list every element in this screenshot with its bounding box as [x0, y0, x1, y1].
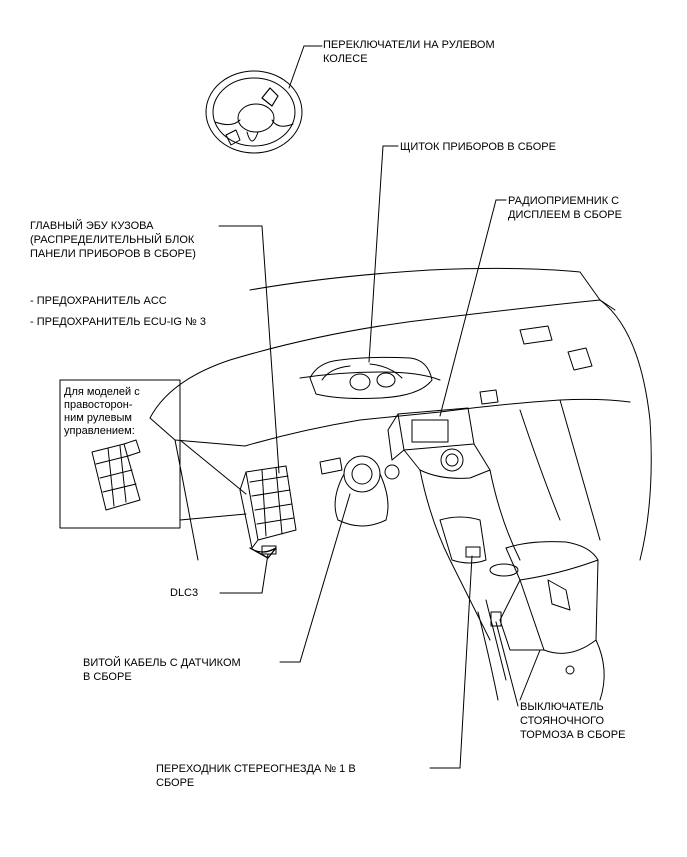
leader-parking-brake — [495, 621, 519, 707]
label-fuse-acc: - ПРЕДОХРАНИТЕЛЬ ACC — [30, 295, 167, 307]
label-radio-display: РАДИОПРИЕМНИК С ДИСПЛЕЕМ В СБОРЕ — [508, 195, 622, 221]
label-main-body-ecu: ГЛАВНЫЙ ЭБУ КУЗОВА (РАСПРЕДЕЛИТЕЛЬНЫЙ БЛ… — [30, 220, 196, 260]
label-stereo-jack-adapter: ПЕРЕХОДНИК СТЕРЕОГНЕЗДА № 1 В СБОРЕ — [156, 763, 356, 789]
label-rhd-note: Для моделей с правосторон- ним рулевым у… — [64, 386, 140, 437]
label-instrument-cluster: ЩИТОК ПРИБОРОВ В СБОРЕ — [400, 141, 556, 153]
label-spiral-cable: ВИТОЙ КАБЕЛЬ С ДАТЧИКОМ В СБОРЕ — [83, 657, 241, 683]
label-fuse-ecu-ig: - ПРЕДОХРАНИТЕЛЬ ECU-IG № 3 — [30, 316, 207, 328]
steering-wheel-drawing — [205, 70, 303, 154]
dashboard-drawing — [149, 267, 652, 701]
label-steering-switches: ПЕРЕКЛЮЧАТЕЛИ НА РУЛЕВОМ КОЛЕСЕ — [323, 39, 495, 65]
leader-steering-switches — [288, 45, 305, 89]
label-dlc3: DLC3 — [170, 587, 199, 599]
rhd-ecu-inset-drawing — [91, 439, 141, 511]
leader-radio — [439, 199, 497, 417]
leader-inset — [179, 439, 247, 495]
rhd-inset-box — [59, 379, 181, 529]
label-parking-brake-switch: ВЫКЛЮЧАТЕЛЬ СТОЯНОЧНОГО ТОРМОЗА В СБОРЕ — [520, 701, 626, 741]
leader-instrument-cluster — [368, 145, 384, 363]
